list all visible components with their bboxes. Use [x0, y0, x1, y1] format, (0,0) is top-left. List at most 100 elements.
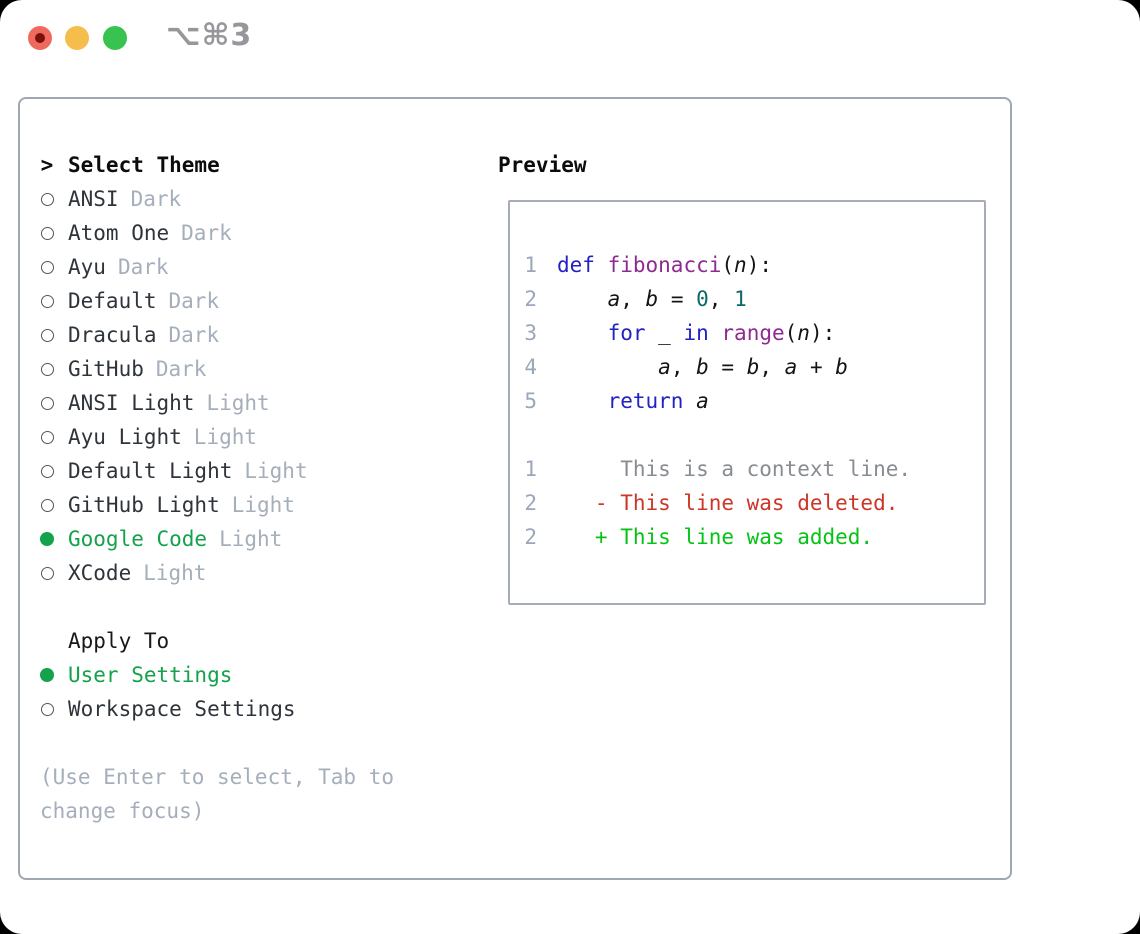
apply-option-label: User Settings [68, 663, 233, 687]
theme-option-github[interactable]: GitHub Dark [40, 352, 394, 386]
line-number: 1 [524, 253, 537, 277]
apply-to-title: Apply To [68, 629, 170, 653]
code-token: This is a context line. [557, 457, 912, 481]
theme-option-dracula[interactable]: Dracula Dark [40, 318, 394, 352]
help-text-line: change focus) [40, 794, 394, 828]
line-content: for _ in range(n): [557, 321, 836, 345]
theme-variant: Dark [155, 357, 207, 381]
close-button-dot-icon [35, 33, 45, 43]
line-content: a, b = 0, 1 [557, 287, 747, 311]
code-token: b [645, 287, 659, 311]
code-token: , [620, 287, 646, 311]
code-token: b [835, 355, 848, 379]
spacer-row [40, 590, 394, 624]
line-content: + This line was added. [557, 525, 873, 549]
code-token: a [607, 287, 621, 311]
theme-list-title: Select Theme [68, 153, 220, 177]
theme-variant: Dark [130, 187, 182, 211]
code-token: a [696, 389, 709, 413]
code-token: , [759, 355, 785, 379]
theme-variant: Light [206, 391, 270, 415]
code-token: in [683, 321, 709, 345]
preview-code-line: 2 a, b = 0, 1 [523, 282, 984, 316]
preview-code-line: 1 This is a context line. [523, 452, 984, 486]
theme-name: XCode [68, 561, 132, 585]
radio-unselected-icon [40, 192, 54, 206]
line-content: def fibonacci(n): [557, 253, 772, 277]
theme-option-xcode[interactable]: XCode Light [40, 556, 394, 590]
code-token [709, 321, 722, 345]
close-button[interactable] [28, 26, 52, 50]
theme-name: GitHub [68, 357, 144, 381]
code-token [557, 321, 608, 345]
theme-option-ansi[interactable]: ANSI Dark [40, 182, 394, 216]
radio-unselected-icon [40, 498, 54, 512]
apply-option-label: Workspace Settings [68, 697, 296, 721]
code-token [557, 287, 608, 311]
code-token: b [746, 355, 760, 379]
line-number: 2 [524, 525, 537, 549]
code-token [595, 253, 608, 277]
code-token: a [784, 355, 798, 379]
theme-variant: Light [143, 561, 207, 585]
code-token: def [557, 253, 595, 277]
theme-variant: Dark [181, 221, 232, 245]
preview-code-line: 1 def fibonacci(n): [523, 248, 984, 282]
theme-variant: Light [193, 425, 258, 449]
code-token: ( [784, 321, 798, 345]
marker-cell [40, 260, 54, 274]
preview-code-line: 5 return a [523, 384, 984, 418]
radio-unselected-icon [40, 226, 54, 240]
marker-cell [40, 396, 54, 410]
marker-cell [40, 226, 54, 240]
preview-code-line: 4 a, b = b, a + b [523, 350, 984, 384]
code-token: ): [746, 253, 772, 277]
code-token: return [607, 389, 684, 413]
marker-cell [40, 430, 54, 444]
code-token: , [708, 287, 735, 311]
theme-name: ANSI Light [68, 391, 195, 415]
selection-prompt-icon: > [40, 153, 54, 177]
radio-unselected-icon [40, 328, 54, 342]
code-token: + This line was added. [557, 525, 874, 549]
marker-cell [40, 566, 54, 580]
theme-variant: Light [219, 527, 283, 551]
theme-name: Ayu Light [68, 425, 182, 449]
theme-name: ANSI [68, 187, 119, 211]
radio-selected-icon [40, 532, 54, 546]
marker-cell [40, 294, 54, 308]
preview-code-line: 3 for _ in range(n): [523, 316, 984, 350]
radio-selected-icon [40, 668, 54, 682]
preview-code-line: 2 + This line was added. [523, 520, 984, 554]
apply-option-workspace-settings[interactable]: Workspace Settings [40, 692, 394, 726]
line-number: 2 [524, 491, 537, 515]
minimize-button[interactable] [65, 26, 89, 50]
theme-option-ayu-light[interactable]: Ayu Light Light [40, 420, 394, 454]
apply-option-user-settings[interactable]: User Settings [40, 658, 394, 692]
theme-variant: Dark [117, 255, 169, 279]
radio-unselected-icon [40, 362, 54, 376]
radio-unselected-icon [40, 702, 54, 716]
help-text: change focus) [40, 799, 205, 823]
zoom-button[interactable] [103, 26, 127, 50]
code-token: 1 [734, 287, 747, 311]
radio-unselected-icon [40, 260, 54, 274]
radio-unselected-icon [40, 294, 54, 308]
theme-name: Dracula [68, 323, 157, 347]
theme-variant: Light [244, 459, 308, 483]
window-title-shortcut: ⌥⌘3 [166, 18, 253, 53]
marker-cell [40, 702, 54, 716]
marker-cell [40, 532, 54, 546]
theme-variant: Dark [168, 323, 220, 347]
radio-unselected-icon [40, 566, 54, 580]
radio-unselected-icon [40, 396, 54, 410]
theme-option-ansi-light[interactable]: ANSI Light Light [40, 386, 394, 420]
code-token: ( [721, 253, 735, 277]
